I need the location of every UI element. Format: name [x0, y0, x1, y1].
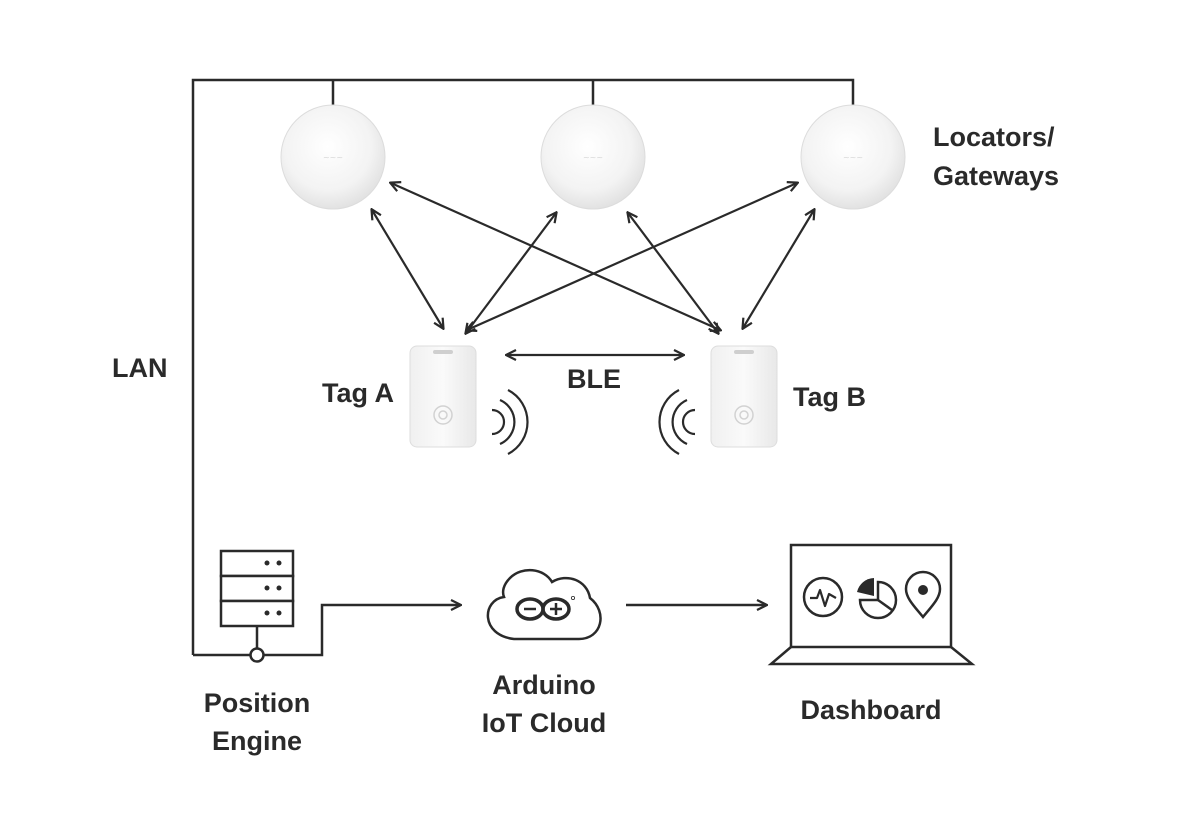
cloud-icon: [486, 569, 602, 641]
svg-text:~~~: ~~~: [323, 153, 343, 162]
position-engine-label-line2: Engine: [212, 726, 302, 756]
arrow-locator-right-tag-b: [743, 210, 814, 328]
lan-wiring: [191, 78, 855, 657]
pie-chart-icon: [857, 578, 898, 620]
cloud-label-line1: Arduino: [492, 670, 595, 700]
locator-left: ~~~: [280, 104, 386, 210]
locator-right: ~~~: [800, 104, 906, 210]
lan-label: LAN: [112, 353, 168, 383]
activity-icon: [802, 576, 844, 618]
signal-waves-icon-tag-b: [658, 389, 696, 455]
locators-label-line2: Gateways: [933, 161, 1059, 191]
tag-b-device: [710, 345, 778, 448]
ble-arrows: [372, 183, 814, 355]
svg-text:~~~: ~~~: [843, 153, 863, 162]
laptop-icon: [767, 543, 976, 666]
map-pin-icon: [904, 570, 942, 619]
tag-a-device: [409, 345, 477, 448]
cloud-label-line2: IoT Cloud: [482, 708, 606, 738]
svg-text:~~~: ~~~: [583, 153, 603, 162]
arduino-logo-icon: [515, 596, 576, 621]
tag-a-label: Tag A: [322, 378, 394, 408]
arrow-locator-left-tag-a: [372, 210, 443, 328]
arrow-locator-left-tag-b: [391, 183, 720, 330]
locator-middle: ~~~: [540, 104, 646, 210]
signal-waves-icon-tag-a: [491, 389, 529, 455]
server-icon: [219, 549, 295, 663]
locators-label-line1: Locators/: [933, 122, 1055, 152]
position-engine-label-line1: Position: [204, 688, 311, 718]
arrow-locator-middle-tag-b: [628, 213, 718, 333]
dashboard-label: Dashboard: [800, 695, 941, 725]
arrow-locator-right-tag-a: [467, 183, 797, 330]
ble-label: BLE: [567, 364, 621, 394]
arrow-locator-middle-tag-a: [466, 213, 556, 333]
tag-b-label: Tag B: [793, 382, 866, 412]
